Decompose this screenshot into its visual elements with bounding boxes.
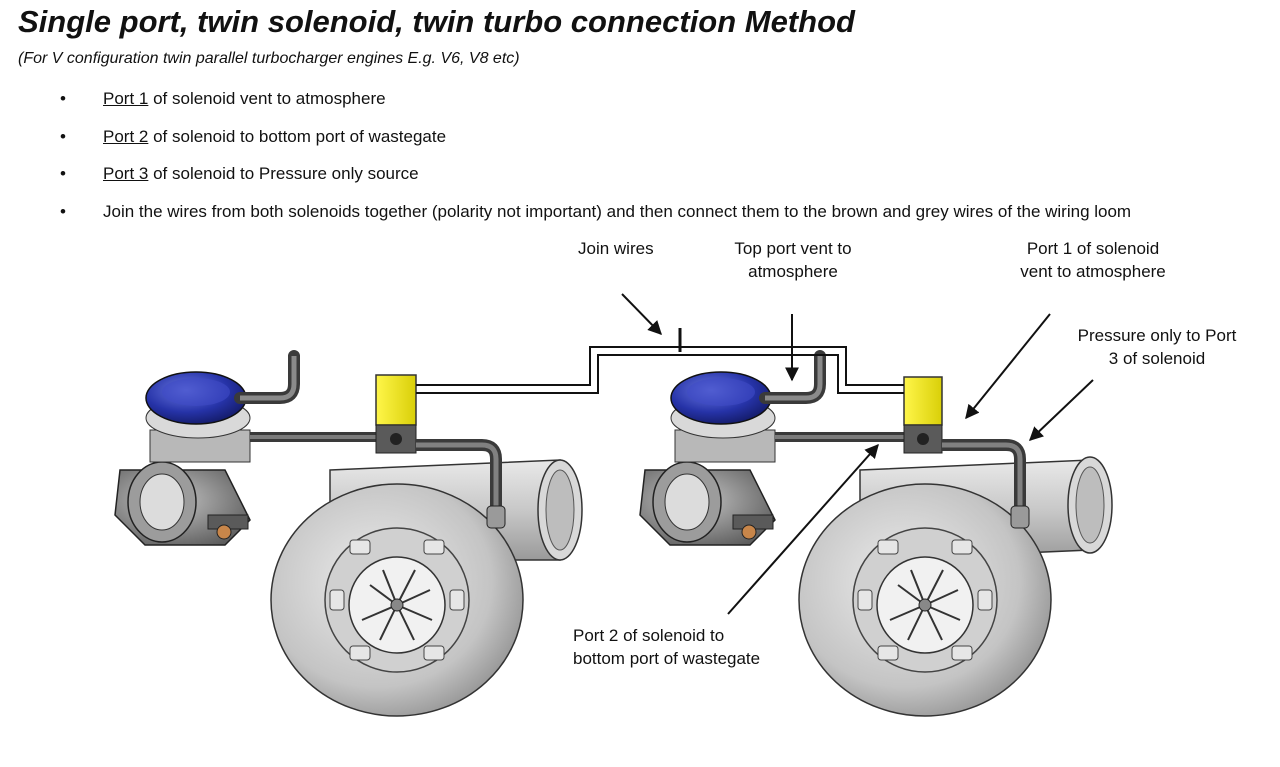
instruction-text: of solenoid to bottom port of wastegate — [148, 126, 447, 146]
turbo-housing — [798, 483, 1052, 717]
instruction-item: • Join the wires from both solenoids tog… — [0, 201, 1163, 223]
bullet-icon: • — [60, 164, 66, 183]
instruction-item: • Port 3 of solenoid to Pressure only so… — [0, 163, 1163, 185]
bullet-icon: • — [60, 201, 66, 221]
instruction-text: of solenoid vent to atmosphere — [148, 89, 386, 108]
callout-port1-vent: Port 1 of solenoid vent to atmosphere — [1020, 239, 1166, 281]
solenoid — [375, 374, 417, 454]
wastegate — [114, 371, 251, 546]
instruction-text: of solenoid to Pressure only source — [148, 164, 419, 183]
solenoid-wires — [416, 328, 904, 394]
port-label: Port 1 — [103, 89, 149, 108]
turbo-housing — [270, 483, 524, 717]
bullet-icon: • — [60, 89, 66, 108]
instruction-item: • Port 1 of solenoid vent to atmosphere — [0, 88, 1163, 110]
callout-port2-wastegate: Port 2 of solenoid to bottom port of was… — [573, 626, 761, 668]
instruction-text: Join the wires from both solenoids toget… — [103, 201, 1132, 221]
instruction-item: • Port 2 of solenoid to bottom port of w… — [0, 126, 1163, 148]
left-assembly — [114, 350, 583, 717]
page-title: Single port, twin solenoid, twin turbo c… — [18, 4, 855, 39]
page-subtitle: (For V configuration twin parallel turbo… — [18, 50, 520, 67]
callout-join-wires: Join wires — [578, 239, 654, 258]
wastegate — [639, 371, 776, 546]
solenoid — [903, 376, 943, 454]
port-label: Port 2 — [103, 126, 149, 146]
callout-top-port-vent: Top port vent to atmosphere — [734, 239, 852, 281]
callout-arrows — [621, 293, 1094, 615]
right-assembly — [639, 350, 1113, 717]
port-label: Port 3 — [103, 164, 149, 183]
bullet-icon: • — [60, 126, 66, 146]
instruction-list: • Port 1 of solenoid vent to atmosphere … — [0, 88, 1260, 238]
callout-pressure-port3: Pressure only to Port 3 of solenoid — [1077, 326, 1237, 368]
